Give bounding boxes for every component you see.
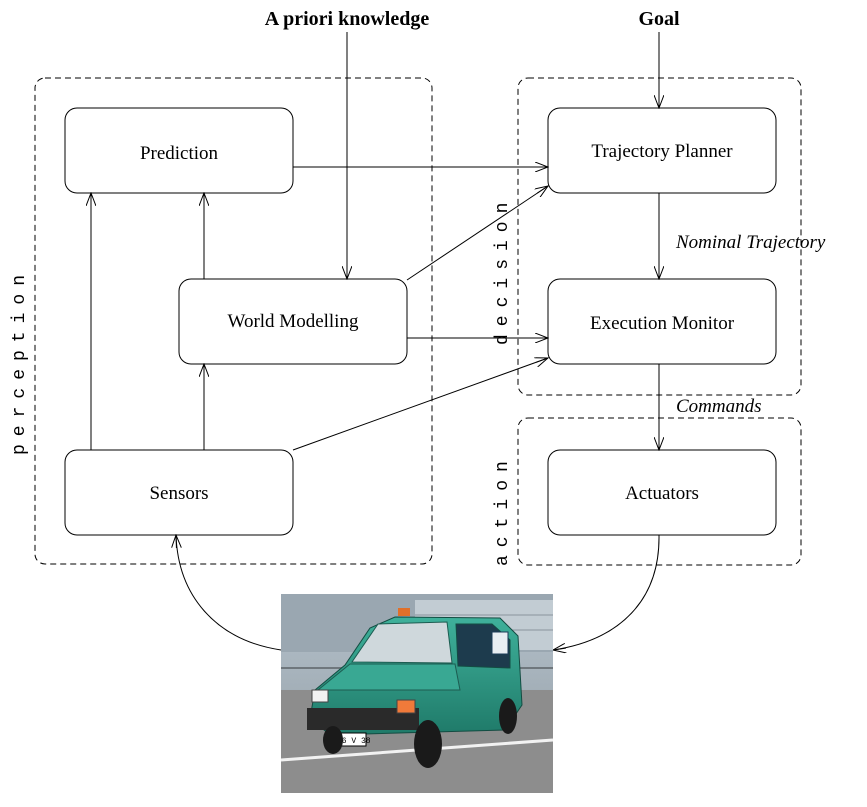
arrow-world-to-planner [406,186,548,281]
world-modelling-box [178,278,408,365]
commands-label: Commands [676,396,762,417]
perception-group [34,77,433,565]
vehicle-photo: 1366 V 38 [280,594,554,793]
arrow-sensors-to-monitor [292,358,548,451]
goal-label: Goal [638,8,680,30]
prediction-box [64,107,294,194]
action-label: action [493,453,513,566]
decision-label: decision [493,195,513,345]
actuators-label: Actuators [625,483,699,504]
execution-monitor-label: Execution Monitor [590,313,735,334]
license-plate-text: 1366 V 38 [327,737,370,746]
perception-label: perception [10,267,30,455]
a-priori-knowledge-label: A priori knowledge [265,8,430,30]
prediction-label: Prediction [140,143,219,164]
trajectory-planner-label: Trajectory Planner [591,141,733,162]
world-modelling-label: World Modelling [228,311,359,332]
arrow-actuators-to-vehicle [553,534,660,650]
sensors-label: Sensors [149,483,208,504]
nominal-trajectory-label: Nominal Trajectory [675,232,826,253]
arrow-vehicle-to-sensors [176,535,282,651]
